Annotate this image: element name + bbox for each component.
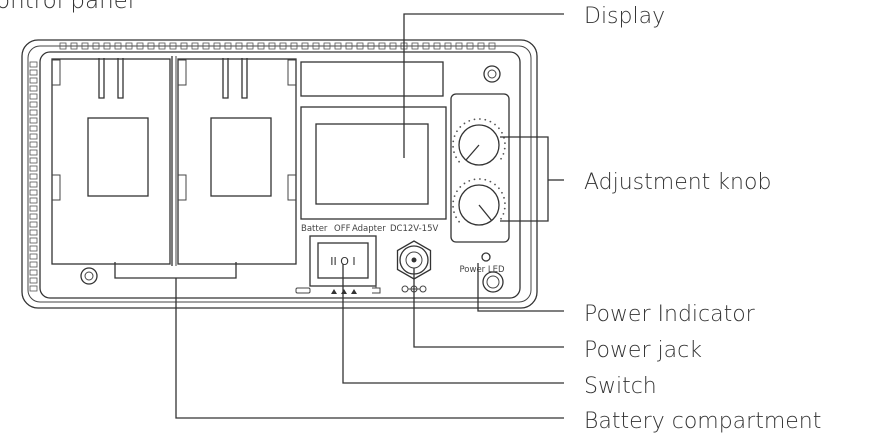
device-body (21, 39, 538, 309)
battery-guide-right (178, 59, 296, 201)
leader-power-indicator (477, 263, 564, 312)
leader-switch (342, 264, 564, 384)
screw-top-right (483, 65, 501, 83)
callout-power-indicator: Power Indicator (584, 302, 756, 327)
outer-frame (21, 39, 538, 309)
screw-bottom-left (80, 267, 98, 285)
display-assembly (300, 61, 447, 220)
dc-input-label: DC12V-15V (390, 224, 438, 234)
knob-panel (450, 93, 510, 243)
callout-display: Display (584, 4, 665, 29)
power-led-label: Power LED (459, 265, 505, 275)
battery-latch-right (222, 58, 248, 99)
knob-pointer-bottom (478, 204, 493, 222)
battery-compartment (51, 56, 297, 266)
knob-scale-bottom (452, 178, 506, 223)
adapter-symbol (372, 285, 381, 294)
switch-label-off: OFF (334, 224, 351, 234)
adjustment-knob-bottom (458, 184, 500, 226)
leader-knob-bracket (500, 136, 549, 222)
callout-adjustment-knob: Adjustment knob (584, 170, 771, 195)
callout-power-jack: Power jack (584, 338, 702, 363)
display-top-bar (300, 61, 444, 97)
display-bezel (300, 106, 447, 220)
screw-bottom-right (482, 271, 504, 293)
leader-battery-compartment (175, 278, 564, 419)
battery-contact-left (87, 117, 149, 197)
switch-label-battery: Batter (301, 224, 328, 234)
battery-contact-right (210, 117, 272, 197)
leader-display (403, 13, 564, 158)
battery-latch-left (98, 58, 124, 99)
adjustment-knob-top (458, 124, 500, 166)
switch-position-symbols: II O I (330, 255, 355, 268)
power-led: Power LED (459, 252, 505, 275)
display-screen (315, 123, 429, 205)
knob-scale-top (452, 118, 506, 163)
battery-slot-right (177, 58, 297, 265)
diagram-heading: ontrol panel (0, 0, 134, 14)
front-panel (39, 51, 521, 299)
vent-slots-top (59, 42, 496, 50)
callout-battery-compartment: Battery compartment (584, 409, 821, 434)
battery-symbol (295, 287, 311, 294)
knob-plate (450, 93, 510, 243)
callout-switch: Switch (584, 374, 657, 399)
vent-slots-left (29, 61, 38, 292)
frame-inner-edge (27, 45, 532, 303)
leader-power-jack (413, 268, 564, 348)
battery-slot-left (51, 58, 171, 265)
switch-position-arrows (331, 289, 357, 294)
leader-lines (114, 13, 564, 419)
power-jack-pin (411, 257, 417, 263)
knob-pointer-top (465, 144, 480, 161)
power-switch: Batter OFF Adapter II O I (295, 224, 386, 294)
power-led-lamp (481, 252, 491, 262)
switch-label-adapter: Adapter (352, 224, 386, 234)
battery-guide-left (52, 59, 61, 201)
